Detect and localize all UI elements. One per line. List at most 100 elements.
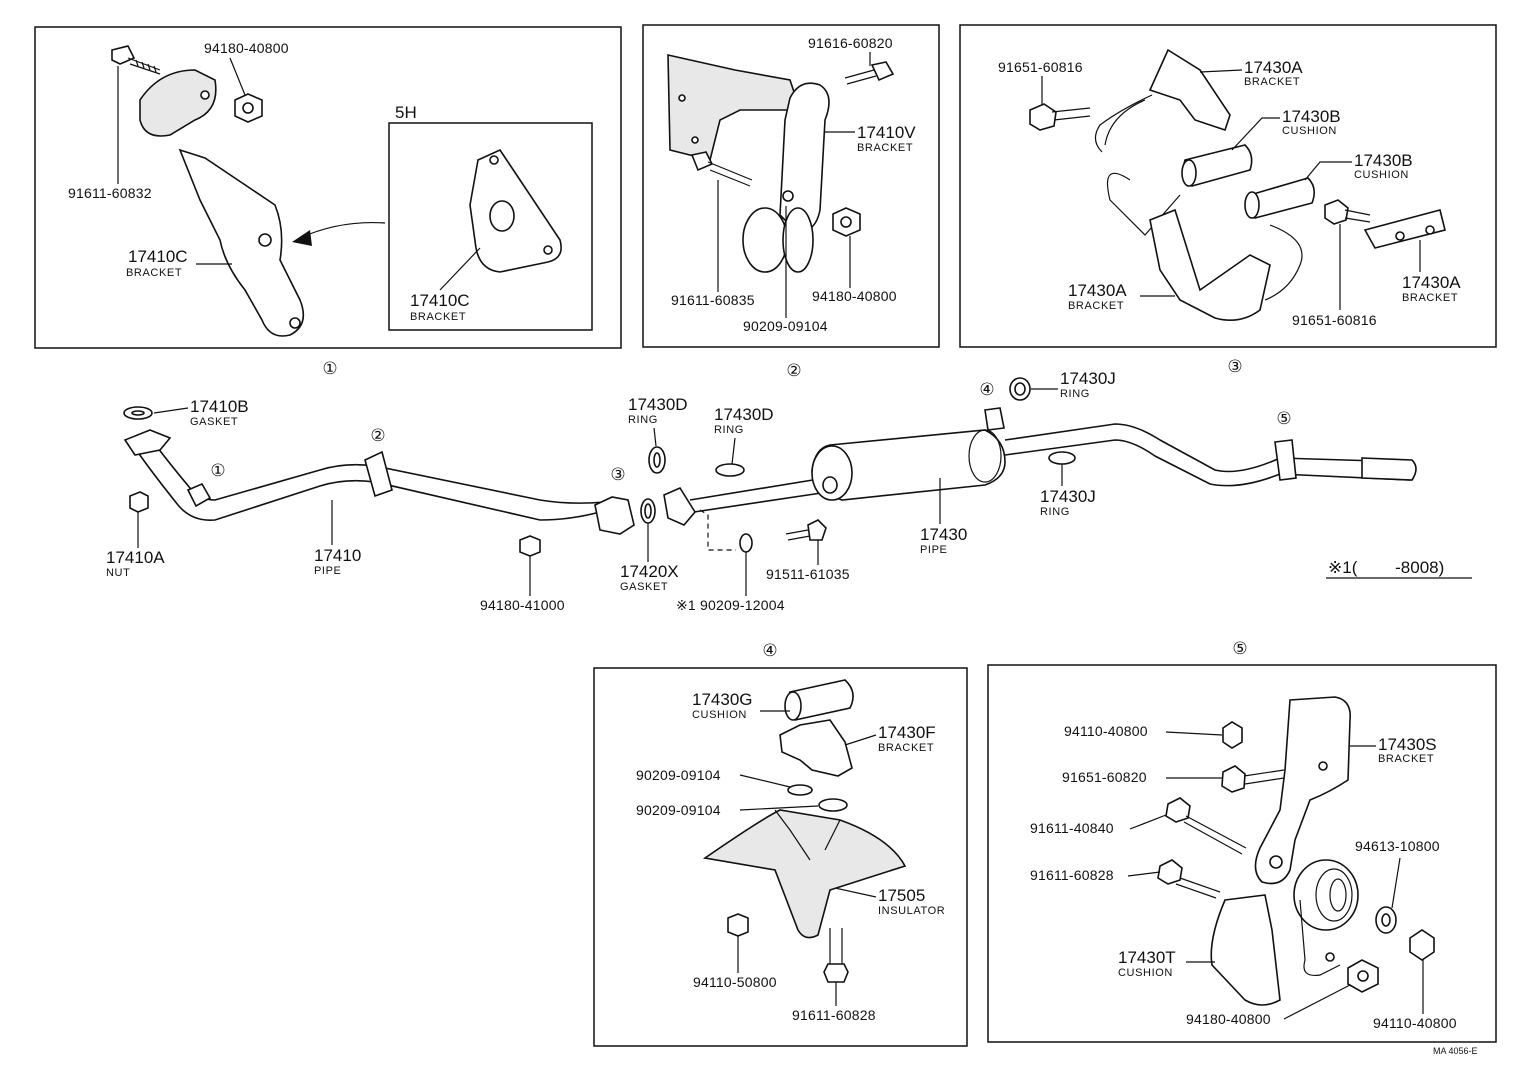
label-90209-12004: ※1 90209-12004 [676,597,785,613]
label-17430F-sub: BRACKET [878,742,934,754]
nut-17410A [129,491,149,513]
bolt-91651-60816-a [1029,103,1091,131]
curved-arrow [299,222,386,239]
cushion-17430T [1210,894,1281,1006]
label-17410C-5H: 17410C [410,291,470,310]
label-17430A-top-sub: BRACKET [1244,76,1300,88]
label-17505-sub: INSULATOR [878,905,945,917]
cushion-17430B-a [1181,144,1253,187]
label-94180-40800-p5: 94180-40800 [1186,1011,1271,1027]
insulator-bushing [1293,859,1359,931]
panel-5-frame [987,664,1497,1043]
callout-1-panel: ① [322,359,337,378]
bolt-91611-60832 [111,45,161,75]
washer-b [818,798,848,812]
nut-94180-40800 [234,93,263,123]
main-exhaust-layout: ① ② ③ ④ ⑤ 17410B GASKET 17410A NUT 17410… [106,369,1472,613]
label-17430S-sub: BRACKET [1378,753,1434,765]
label-17430T-sub: CUSHION [1118,967,1173,979]
label-17410A-sub: NUT [106,567,130,579]
bracket-17410C-5H [469,148,562,273]
bracket-17430A-top [1148,48,1231,132]
label-17430J-a: 17430J [1060,369,1116,388]
label-91611-60828-p5: 91611-60828 [1030,867,1114,883]
bracket-17430A-right [1363,209,1446,249]
washer-90209-12004 [739,533,753,553]
label-17410B: 17410B [190,397,249,416]
callout-2-panel: ② [786,361,801,380]
callout-2-main: ② [370,426,385,445]
label-17430B-b-sub: CUSHION [1354,169,1409,181]
label-91651-60816-a: 91651-60816 [998,59,1083,75]
label-17430-sub: PIPE [920,544,947,556]
hanger-rod [1094,94,1153,153]
callout-5-panel: ⑤ [1232,639,1247,658]
label-91611-60835: 91611-60835 [671,292,755,308]
label-17430B-a-sub: CUSHION [1282,125,1337,137]
bracket-hole [489,200,515,232]
label-17410C: 17410C [128,247,188,266]
pipe-bracket-1 [186,482,212,508]
clamp-hole [200,90,210,100]
callout-4-main: ④ [979,380,994,399]
label-17410C-sub: BRACKET [126,267,182,279]
label-17430D-a-sub: RING [628,414,658,426]
label-17430A-lower: 17430A [1068,281,1127,300]
label-91651-60816-b: 91651-60816 [1292,312,1377,328]
panel-3: 91651-60816 17430A BRACKET 17430B CUSHIO… [959,24,1497,348]
inset-5H-title: 5H [395,103,417,122]
bracket-mount-plate [667,53,802,161]
nut-94110-40800-b [1409,929,1435,961]
label-94180-41000: 94180-41000 [480,597,565,613]
bolt-91651-60816-b [1324,199,1371,225]
label-17505: 17505 [878,886,925,905]
label-94110-50800: 94110-50800 [693,974,777,990]
label-90209-09104-b: 90209-09104 [636,802,721,818]
label-17430A-right: 17430A [1402,273,1461,292]
label-91611-60828-p4: 91611-60828 [792,1007,876,1023]
label-17420X: 17420X [620,562,679,581]
hanger-5 [1274,439,1297,481]
muffler-17430 [811,429,1006,501]
cushion-17430G [784,679,854,721]
inset-5H-frame [388,122,593,331]
ring-17430D-b [715,463,745,477]
panel-2: 91616-60820 17410V BRACKET 91611-60835 9… [642,24,940,348]
pipe-clamp-ring [782,207,814,273]
label-17430D-b-sub: RING [714,424,744,436]
label-17410-sub: PIPE [314,565,341,577]
callout-1-main: ① [210,461,225,480]
label-91611-40840: 91611-40840 [1030,820,1114,836]
pipe-17410 [134,439,606,522]
ring-17430J-b [1048,451,1076,465]
label-94110-40800-b: 94110-40800 [1373,1015,1457,1031]
label-17430T: 17430T [1118,948,1176,967]
nut-94180-40800-p2 [832,207,861,237]
label-17430S: 17430S [1378,735,1437,754]
label-17410B-sub: GASKET [190,416,238,428]
bracket-17430F [779,719,853,777]
hanger-rod-lower [1106,172,1181,236]
nut-94180-41000 [519,535,541,557]
label-94180-40800: 94180-40800 [204,40,289,56]
label-17410C-5H-sub: BRACKET [410,311,466,323]
label-94180-40800-p2: 94180-40800 [812,288,897,304]
label-17420X-sub: GASKET [620,581,668,593]
label-17430B-a: 17430B [1282,107,1341,126]
tail-pipe [1004,423,1411,487]
cushion-17430B-b [1244,177,1316,219]
label-17430A-right-sub: BRACKET [1402,292,1458,304]
muffler-pipe-flange [663,486,696,526]
callout-5-main: ⑤ [1276,409,1291,428]
insulator-17505 [702,809,907,939]
panel-4-frame [593,667,968,1047]
callout-4-panel: ④ [762,641,777,660]
bolt-91611-60835 [690,151,753,187]
bracket-hole [489,155,499,165]
panel-4: ④ 17430G CUSHION 17430F BRACKET 90209-09… [593,641,968,1047]
label-17430A-top: 17430A [1244,58,1303,77]
label-91511-61035: 91511-61035 [766,566,850,582]
tail-tip [1361,457,1417,481]
label-17410A: 17410A [106,548,165,567]
bracket-17410C [178,148,305,337]
